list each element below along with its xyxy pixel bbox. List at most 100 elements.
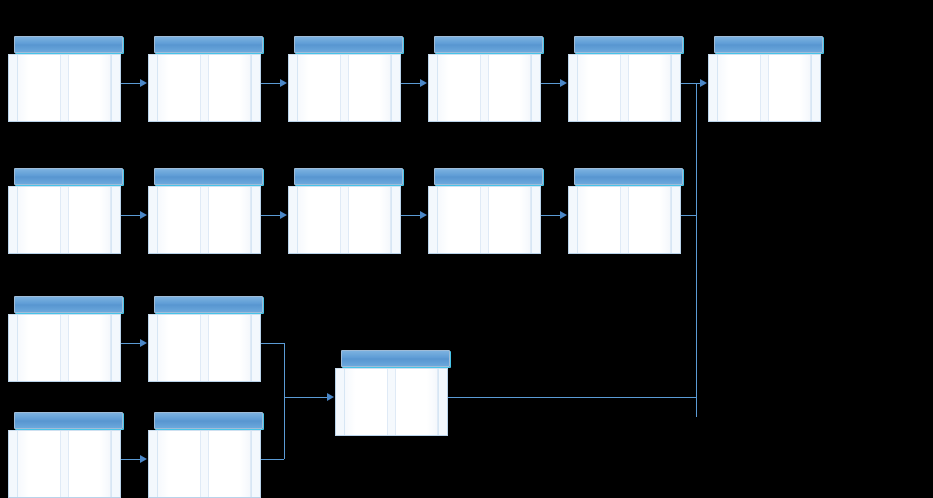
process-box-body bbox=[568, 54, 681, 122]
box-cell bbox=[18, 187, 61, 253]
box-cell bbox=[298, 187, 341, 253]
process-box-header bbox=[341, 350, 450, 367]
box-cell-separator bbox=[60, 315, 69, 381]
box-cell bbox=[158, 431, 201, 497]
box-left-pad bbox=[289, 55, 298, 121]
box-cell-separator bbox=[620, 55, 629, 121]
box-cell bbox=[69, 431, 111, 497]
connector-arrow bbox=[140, 79, 147, 87]
connector-line bbox=[121, 343, 141, 344]
box-left-pad bbox=[9, 187, 18, 253]
process-box-body bbox=[288, 186, 401, 254]
process-box bbox=[148, 168, 263, 254]
process-box-header bbox=[434, 168, 543, 185]
box-cell-separator bbox=[760, 55, 769, 121]
process-box bbox=[288, 168, 403, 254]
process-box-header bbox=[434, 36, 543, 53]
box-cell-separator bbox=[200, 315, 209, 381]
box-cell-separator bbox=[387, 369, 396, 435]
process-box bbox=[708, 36, 823, 122]
box-cell bbox=[769, 55, 811, 121]
box-cell bbox=[438, 55, 481, 121]
process-box-body bbox=[148, 430, 261, 498]
box-right-pad bbox=[251, 431, 260, 497]
box-cell bbox=[209, 315, 251, 381]
box-cell-separator bbox=[60, 55, 69, 121]
box-left-pad bbox=[149, 55, 158, 121]
box-left-pad bbox=[149, 431, 158, 497]
connector-line bbox=[261, 83, 281, 84]
box-left-pad bbox=[9, 431, 18, 497]
connector-line bbox=[284, 343, 285, 397]
box-cell-separator bbox=[620, 187, 629, 253]
box-cell-separator bbox=[200, 187, 209, 253]
process-box bbox=[288, 36, 403, 122]
connector-line bbox=[541, 83, 561, 84]
box-right-pad bbox=[671, 187, 680, 253]
box-left-pad bbox=[336, 369, 345, 435]
box-right-pad bbox=[251, 187, 260, 253]
process-box bbox=[428, 168, 543, 254]
box-cell-separator bbox=[60, 187, 69, 253]
process-box-header bbox=[154, 412, 263, 429]
box-right-pad bbox=[111, 431, 120, 497]
connector-arrow bbox=[420, 211, 427, 219]
connector-line bbox=[284, 397, 328, 398]
connector-line bbox=[448, 397, 696, 398]
process-box bbox=[8, 296, 123, 382]
box-cell bbox=[158, 315, 201, 381]
box-cell-separator bbox=[200, 431, 209, 497]
box-right-pad bbox=[111, 315, 120, 381]
box-cell-separator bbox=[480, 55, 489, 121]
connector-line bbox=[681, 215, 696, 216]
process-box-header bbox=[14, 412, 123, 429]
process-box-header bbox=[714, 36, 823, 53]
process-box-body bbox=[428, 186, 541, 254]
box-cell-separator bbox=[340, 187, 349, 253]
box-left-pad bbox=[429, 187, 438, 253]
connector-line bbox=[401, 83, 421, 84]
process-box-body bbox=[335, 368, 448, 436]
box-cell bbox=[489, 187, 531, 253]
box-cell bbox=[345, 369, 388, 435]
box-cell bbox=[18, 55, 61, 121]
connector-line bbox=[261, 459, 284, 460]
process-box bbox=[568, 168, 683, 254]
connector-arrow bbox=[280, 79, 287, 87]
process-box-body bbox=[8, 54, 121, 122]
box-cell-separator bbox=[200, 55, 209, 121]
box-cell bbox=[158, 187, 201, 253]
box-cell bbox=[298, 55, 341, 121]
merge-trunk-line bbox=[696, 83, 697, 417]
box-cell bbox=[18, 315, 61, 381]
box-left-pad bbox=[149, 315, 158, 381]
box-cell-separator bbox=[60, 431, 69, 497]
process-box-body bbox=[708, 54, 821, 122]
connector-arrow bbox=[140, 455, 147, 463]
box-cell-separator bbox=[480, 187, 489, 253]
process-box-body bbox=[148, 186, 261, 254]
process-box bbox=[428, 36, 543, 122]
process-box bbox=[8, 412, 123, 498]
process-box bbox=[148, 296, 263, 382]
process-box bbox=[568, 36, 683, 122]
connector-arrow bbox=[327, 393, 334, 401]
process-box bbox=[8, 36, 123, 122]
box-right-pad bbox=[251, 315, 260, 381]
box-cell bbox=[69, 187, 111, 253]
process-box-header bbox=[154, 36, 263, 53]
box-right-pad bbox=[811, 55, 820, 121]
connector-line bbox=[121, 215, 141, 216]
box-cell bbox=[209, 431, 251, 497]
process-box-header bbox=[294, 36, 403, 53]
box-left-pad bbox=[9, 315, 18, 381]
box-right-pad bbox=[251, 55, 260, 121]
box-left-pad bbox=[709, 55, 718, 121]
box-cell-separator bbox=[340, 55, 349, 121]
box-cell bbox=[18, 431, 61, 497]
connector-line bbox=[541, 215, 561, 216]
process-box-body bbox=[148, 314, 261, 382]
box-cell bbox=[69, 55, 111, 121]
connector-line bbox=[121, 459, 141, 460]
box-cell bbox=[209, 187, 251, 253]
